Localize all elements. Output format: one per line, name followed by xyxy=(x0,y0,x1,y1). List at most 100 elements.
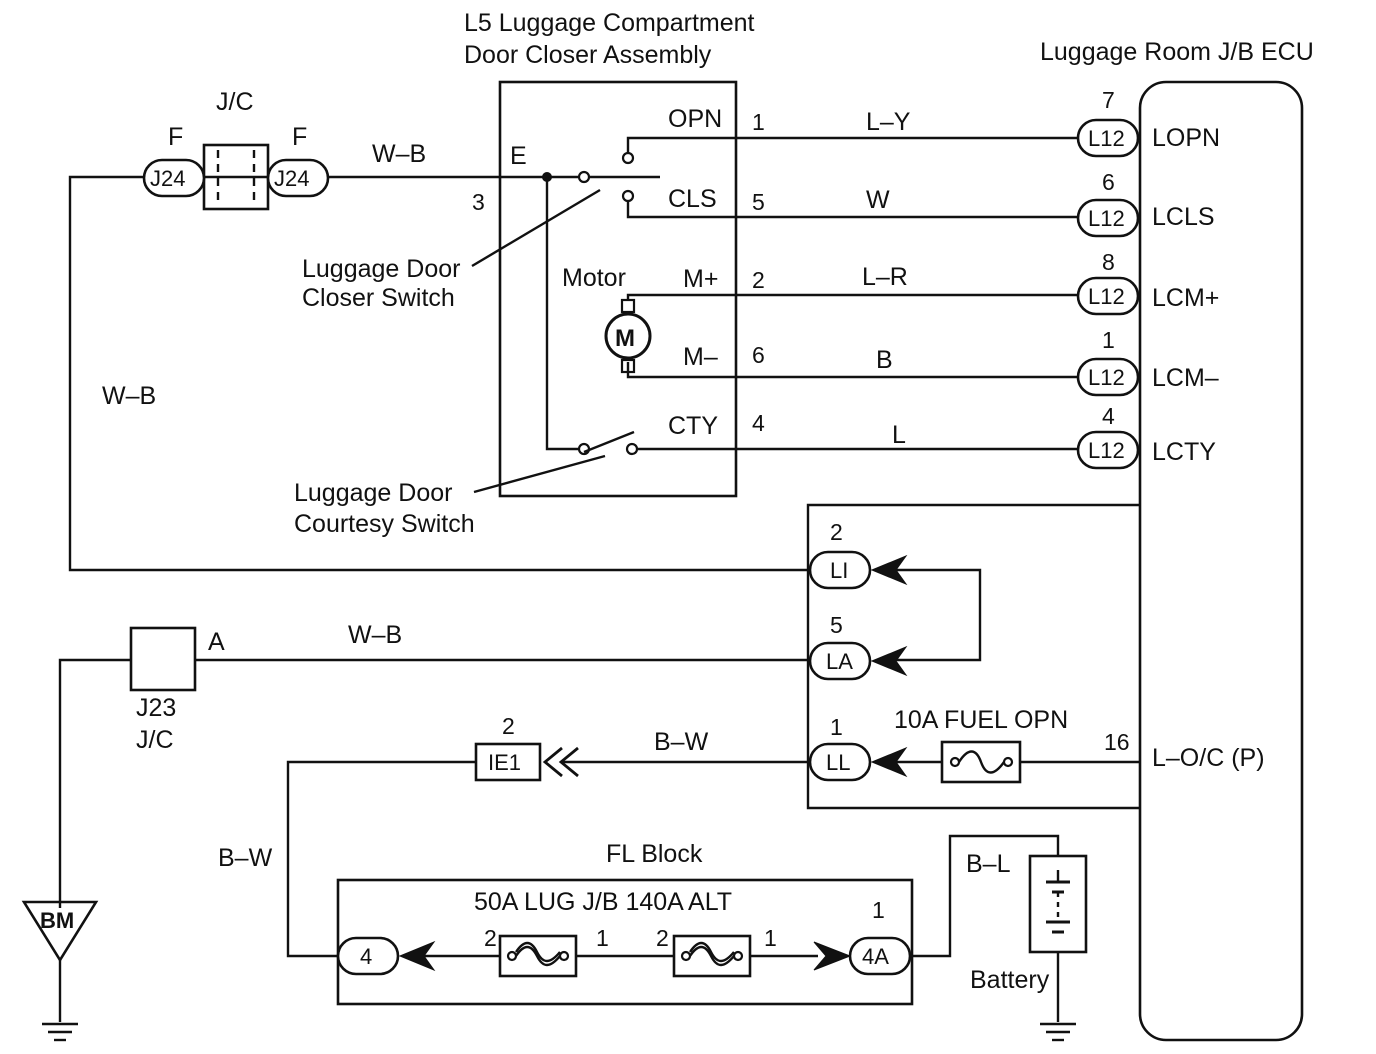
fl-connector-4-text: 4 xyxy=(360,944,372,969)
motor-label: Motor xyxy=(562,264,626,292)
li-pin: 2 xyxy=(830,519,843,545)
terminal-cty: CTY xyxy=(668,412,718,440)
li-connector xyxy=(808,550,872,590)
la-text: LA xyxy=(826,649,853,674)
fuel-opn-fuse-label: 10A FUEL OPN xyxy=(894,706,1068,734)
j23-jc-label: J/C xyxy=(136,726,174,754)
bm-earth-icon xyxy=(42,1022,78,1042)
terminal-opn: OPN xyxy=(668,105,722,133)
terminal-mminus: M– xyxy=(683,343,718,371)
motor-symbol: M xyxy=(615,325,635,352)
li-text: LI xyxy=(830,558,848,583)
l12-connector-lcmplus xyxy=(1076,276,1140,316)
ecu-lo-signal: L–O/C (P) xyxy=(1152,744,1265,772)
l5-assembly-box xyxy=(498,80,738,498)
fl-connector-4 xyxy=(336,936,400,976)
wire-color-ll-ie1: B–W xyxy=(654,728,709,756)
ecu-signal-lcty: LCTY xyxy=(1152,438,1216,466)
j24-left-text: J24 xyxy=(150,166,185,191)
ie1-pin: 2 xyxy=(502,713,515,739)
pin-opn: 1 xyxy=(752,109,765,135)
j24-left-tag: F xyxy=(168,123,183,151)
j23-tag: A xyxy=(208,628,225,656)
wire-ie1-fl xyxy=(286,760,476,958)
l5-internal-wiring xyxy=(328,136,736,494)
alt-fuse-pin-in: 2 xyxy=(656,925,669,951)
wire-color-left-vertical: W–B xyxy=(102,382,156,410)
fuel-fuse-element xyxy=(949,750,1014,774)
wire-j23-ground xyxy=(58,658,131,908)
wire-color-opn: L–Y xyxy=(866,108,911,136)
l12-connector-lcmminus xyxy=(1076,357,1140,397)
ie1-text: IE1 xyxy=(488,750,521,775)
l12-connector-lcls xyxy=(1076,198,1140,238)
wire-4a-battery xyxy=(910,834,1060,958)
l5-ecu-wires xyxy=(736,136,1080,451)
courtesy-switch-label-2: Courtesy Switch xyxy=(294,510,475,538)
pin-cty: 4 xyxy=(752,410,765,436)
bm-ground-symbol xyxy=(21,900,99,963)
terminal-cls: CLS xyxy=(668,185,717,213)
wire-color-cty: L xyxy=(892,421,906,449)
j23-label: J23 xyxy=(136,694,176,722)
l12-text-5: L12 xyxy=(1088,438,1125,463)
pin-e: 3 xyxy=(472,189,485,215)
wire-jc-to-li xyxy=(68,175,820,572)
courtesy-switch-label-1: Luggage Door xyxy=(294,479,452,507)
l12-connector-lcty xyxy=(1076,430,1140,470)
pin-mminus: 6 xyxy=(752,342,765,368)
terminal-mplus: M+ xyxy=(683,265,718,293)
ecu-signal-lcls: LCLS xyxy=(1152,203,1215,231)
ecu-pin-4: 4 xyxy=(1102,403,1115,429)
ll-text: LL xyxy=(826,750,850,775)
lug-fuse-element xyxy=(506,941,570,967)
pin-cls: 5 xyxy=(752,189,765,215)
closer-switch-label-1: Luggage Door xyxy=(302,255,460,283)
pin-mplus: 2 xyxy=(752,267,765,293)
l12-text-3: L12 xyxy=(1088,284,1125,309)
ecu-l12-connectors xyxy=(1076,118,1140,470)
fl-fuses-label: 50A LUG J/B 140A ALT xyxy=(474,888,732,916)
fl-block-box xyxy=(336,878,914,1006)
battery-label: Battery xyxy=(970,966,1050,994)
lug-fuse-pin-out: 1 xyxy=(596,925,609,951)
wire-color-mplus: L–R xyxy=(862,263,908,291)
l12-text-4: L12 xyxy=(1088,365,1125,390)
wire-color-ie1-down: B–W xyxy=(218,844,273,872)
fl-connector-4a-pin: 1 xyxy=(872,897,885,923)
ecu-lo-pin: 16 xyxy=(1104,729,1130,755)
wire-color-jc-l5: W–B xyxy=(372,140,426,168)
ie1-chevron xyxy=(542,746,579,778)
fl-connector-4a-text: 4A xyxy=(862,944,889,969)
l12-connector-lopn xyxy=(1076,118,1140,158)
ecu-signal-lcmminus: LCM– xyxy=(1152,364,1219,392)
wire-color-cls: W xyxy=(866,186,890,214)
internal-chevrons xyxy=(870,554,908,778)
j24-right-connector xyxy=(266,158,330,198)
ecu-title: Luggage Room J/B ECU xyxy=(1040,38,1314,66)
wire-color-battery: B–L xyxy=(966,850,1011,878)
wire-li-la-loop xyxy=(896,568,982,662)
terminal-e: E xyxy=(510,142,527,170)
l12-text-1: L12 xyxy=(1088,126,1125,151)
lug-fuse-pin-in: 2 xyxy=(484,925,497,951)
l5-title-line1: L5 Luggage Compartment xyxy=(464,9,755,37)
ecu-pin-6: 6 xyxy=(1102,169,1115,195)
closer-switch-label-2: Closer Switch xyxy=(302,284,455,312)
ecu-pin-7: 7 xyxy=(1102,87,1115,113)
ecu-signal-lopn: LOPN xyxy=(1152,124,1220,152)
ll-pin: 1 xyxy=(830,714,843,740)
ecu-box xyxy=(1138,80,1304,1042)
fl-block-title: FL Block xyxy=(606,840,703,868)
ecu-pin-1: 1 xyxy=(1102,327,1115,353)
alt-fuse-element xyxy=(680,941,744,967)
jc-top-internal xyxy=(204,150,268,204)
bm-ground-label: BM xyxy=(40,908,74,933)
battery-earth-icon xyxy=(1040,1022,1076,1042)
la-pin: 5 xyxy=(830,612,843,638)
wire-color-mminus: B xyxy=(876,346,893,374)
j24-right-tag: F xyxy=(292,123,307,151)
j24-right-text: J24 xyxy=(274,166,309,191)
battery-cells xyxy=(1046,870,1070,934)
